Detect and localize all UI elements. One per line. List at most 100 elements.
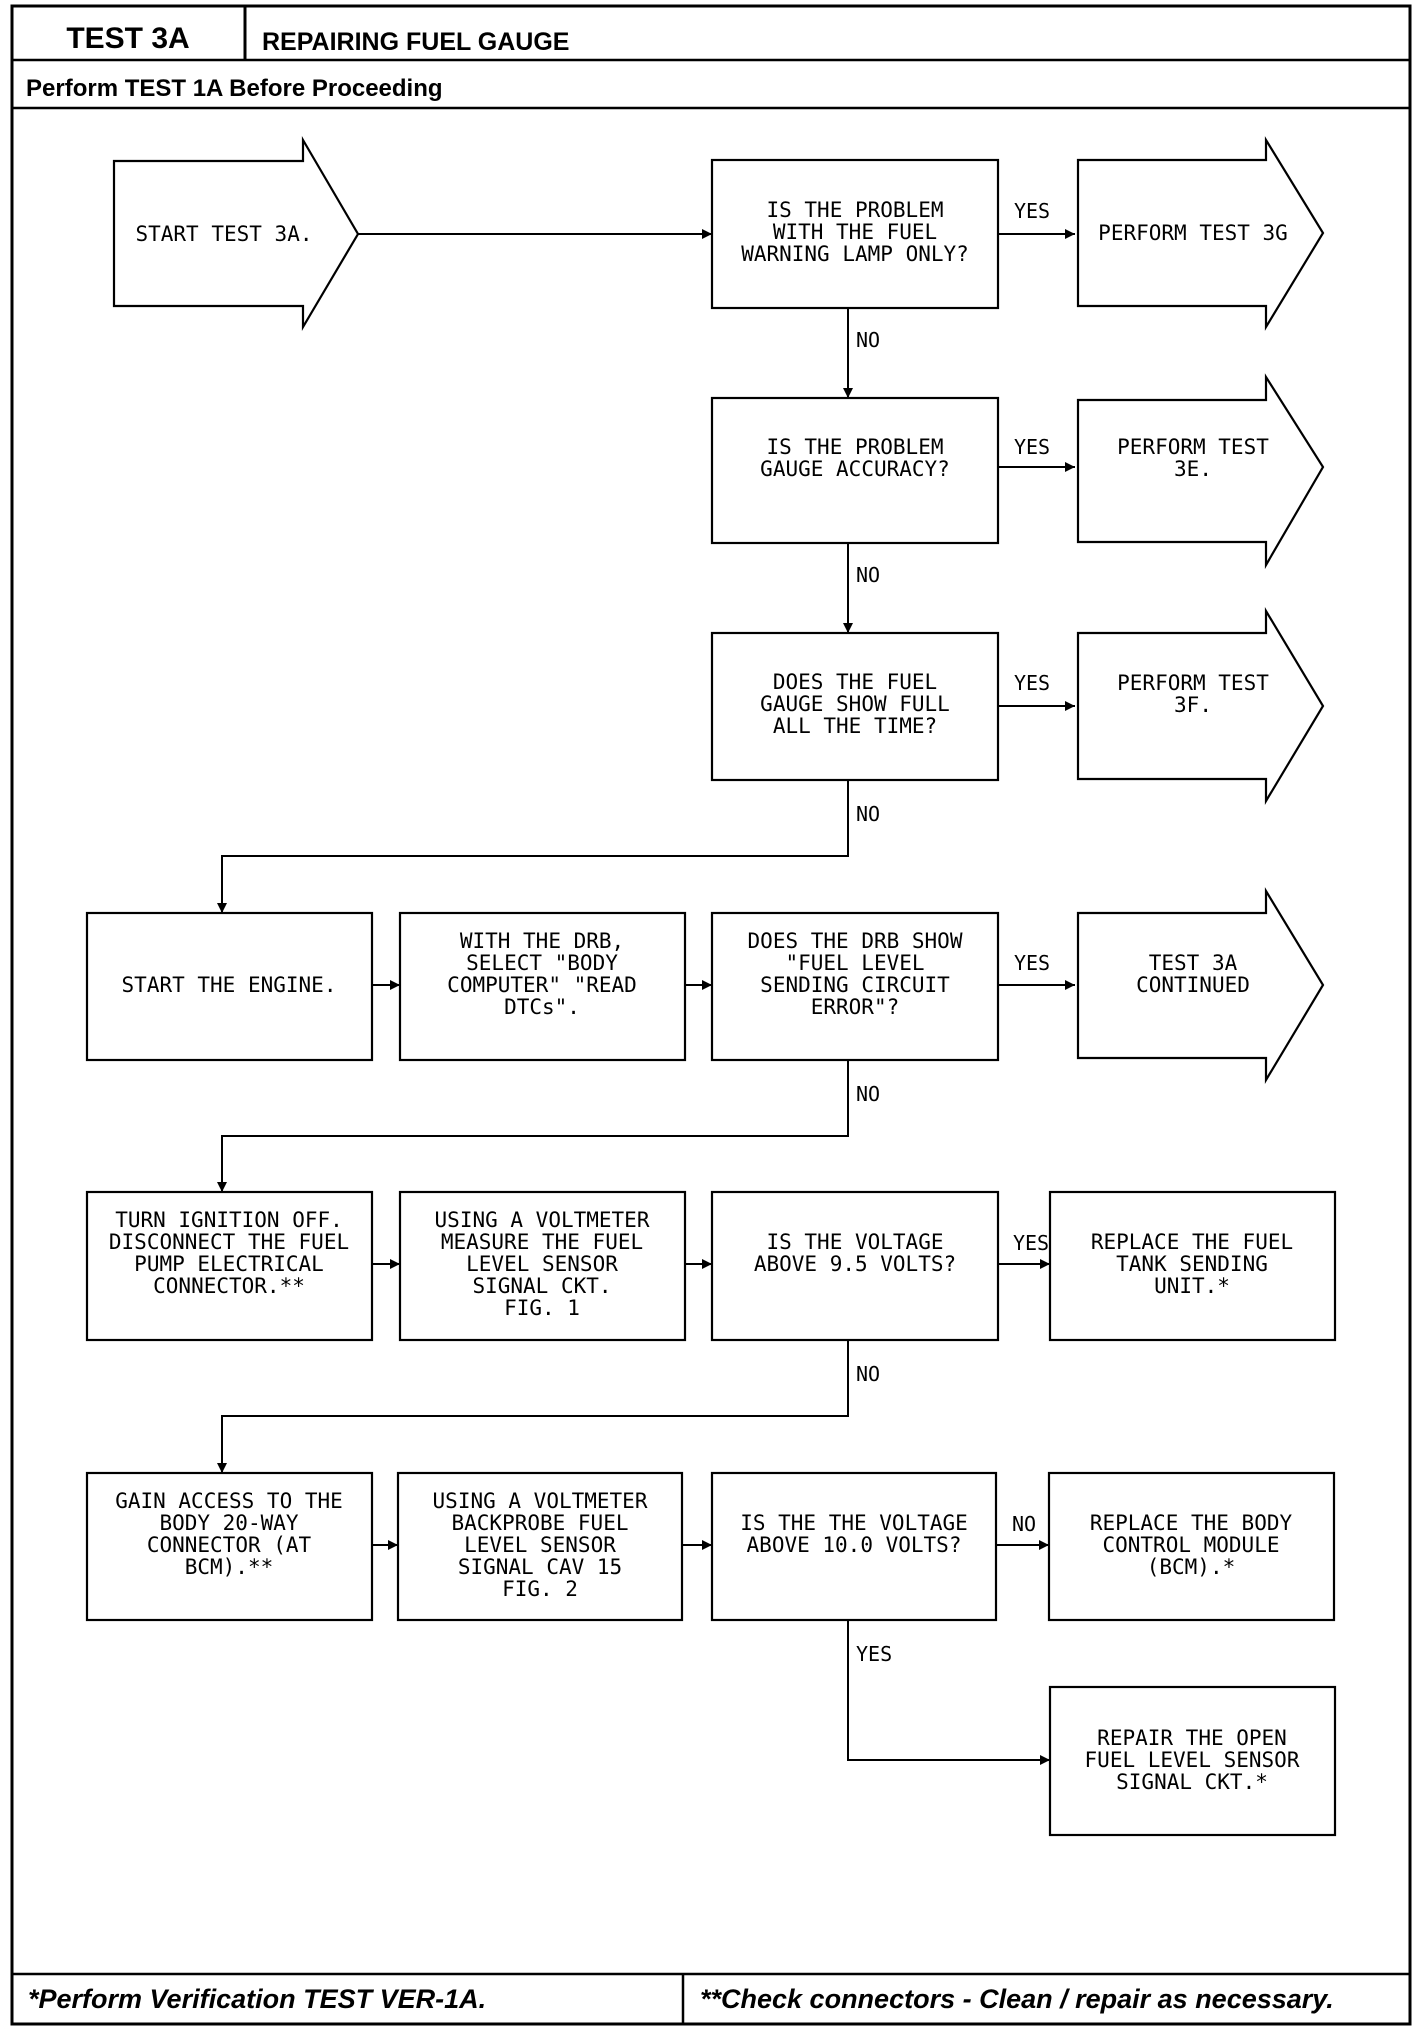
- node-text-line: WITH THE FUEL: [773, 220, 937, 244]
- node-text-line: WITH THE DRB,: [460, 929, 624, 953]
- node-text-line: SIGNAL CKT.: [472, 1274, 611, 1298]
- node-text-line: IS THE PROBLEM: [766, 198, 943, 222]
- node-text-line: LEVEL SENSOR: [466, 1252, 618, 1276]
- page-title: REPAIRING FUEL GAUGE: [262, 28, 569, 56]
- node-text-line: WARNING LAMP ONLY?: [741, 242, 969, 266]
- node-text-line: FIG. 1: [504, 1296, 580, 1320]
- arrowhead: [1065, 462, 1075, 472]
- arrowhead: [1039, 1540, 1049, 1550]
- arrowhead: [390, 980, 400, 990]
- arrowhead: [1040, 1755, 1050, 1765]
- arrowhead: [217, 1463, 227, 1473]
- node-text-line: (BCM).*: [1147, 1555, 1236, 1579]
- yes-label: YES: [1014, 671, 1050, 695]
- node-start: START TEST 3A.: [112, 135, 360, 332]
- node-text-line: COMPUTER" "READ: [447, 973, 637, 997]
- node-text-line: TEST 3A: [1149, 951, 1238, 975]
- node-text-line: SELECT "BODY: [466, 951, 618, 975]
- yes-label: YES: [1014, 199, 1050, 223]
- node-text-line: DTCs".: [504, 995, 580, 1019]
- node-text-line: START TEST 3A.: [135, 222, 312, 246]
- connector-q-full-no: [221, 780, 849, 913]
- node-perform-test-3g: PERFORM TEST 3G: [1076, 136, 1325, 331]
- arrowhead: [388, 1540, 398, 1550]
- node-text-line: IS THE VOLTAGE: [766, 1230, 943, 1254]
- node-text-line: CONTINUED: [1136, 973, 1250, 997]
- node-text-line: START THE ENGINE.: [122, 973, 337, 997]
- connector-q-drb-no: [221, 1060, 849, 1192]
- no-label: NO: [856, 1362, 880, 1386]
- svg-text:PERFORM TEST 3G: PERFORM TEST 3G: [1098, 221, 1288, 245]
- test-id: TEST 3A: [66, 22, 189, 55]
- no-label: NO: [856, 328, 880, 352]
- node-text-line: GAUGE SHOW FULL: [760, 692, 950, 716]
- arrowhead: [843, 623, 853, 633]
- node-text-line: BODY 20-WAY: [159, 1511, 298, 1535]
- node-text-line: CONNECTOR.**: [153, 1274, 305, 1298]
- node-text-line: USING A VOLTMETER: [435, 1208, 650, 1232]
- footer-note-right: **Check connectors - Clean / repair as n…: [700, 1984, 1334, 2014]
- node-text-line: GAIN ACCESS TO THE: [115, 1489, 343, 1513]
- connectors: [221, 233, 1075, 1761]
- node-text-line: FIG. 2: [502, 1577, 578, 1601]
- no-label: NO: [856, 802, 880, 826]
- arrowhead: [702, 229, 712, 239]
- node-text-line: UNIT.*: [1154, 1274, 1230, 1298]
- svg-text:START THE ENGINE.: START THE ENGINE.: [122, 973, 337, 997]
- footer-note-left: *Perform Verification TEST VER-1A.: [28, 1984, 486, 2014]
- node-text-line: ABOVE 9.5 VOLTS?: [754, 1252, 956, 1276]
- arrowheads: [217, 229, 1075, 1765]
- node-text-line: PERFORM TEST: [1117, 671, 1269, 695]
- subheader: Perform TEST 1A Before Proceeding: [26, 75, 443, 102]
- svg-text:START TEST 3A.: START TEST 3A.: [135, 222, 312, 246]
- no-label: NO: [1012, 1512, 1036, 1536]
- node-text-line: LEVEL SENSOR: [464, 1533, 616, 1557]
- node-text-line: DOES THE FUEL: [773, 670, 937, 694]
- yes-label: YES: [856, 1642, 892, 1666]
- node-text-line: TURN IGNITION OFF.: [115, 1208, 343, 1232]
- yes-label: YES: [1014, 435, 1050, 459]
- node-text-line: DISCONNECT THE FUEL: [109, 1230, 349, 1254]
- arrowhead: [702, 1540, 712, 1550]
- arrowhead: [1040, 1259, 1050, 1269]
- connector-q-volt95-no: [221, 1340, 849, 1473]
- branch-labels: YES NO YES NO YES NO YES NO YES NO NO YE…: [856, 199, 1050, 1666]
- arrowhead: [217, 1182, 227, 1192]
- node-text-line: PUMP ELECTRICAL: [134, 1252, 324, 1276]
- page-frame: [10, 4, 1412, 2026]
- node-text-line: MEASURE THE FUEL: [441, 1230, 643, 1254]
- no-label: NO: [856, 563, 880, 587]
- arrowhead: [1065, 229, 1075, 239]
- node-text-line: PERFORM TEST 3G: [1098, 221, 1288, 245]
- connector-q-volt10-yes: [847, 1620, 1050, 1761]
- arrowhead: [390, 1259, 400, 1269]
- node-text-line: CONNECTOR (AT: [147, 1533, 312, 1557]
- node-text-line: 3F.: [1174, 693, 1212, 717]
- node-text-line: 3E.: [1174, 457, 1212, 481]
- arrowhead: [217, 903, 227, 913]
